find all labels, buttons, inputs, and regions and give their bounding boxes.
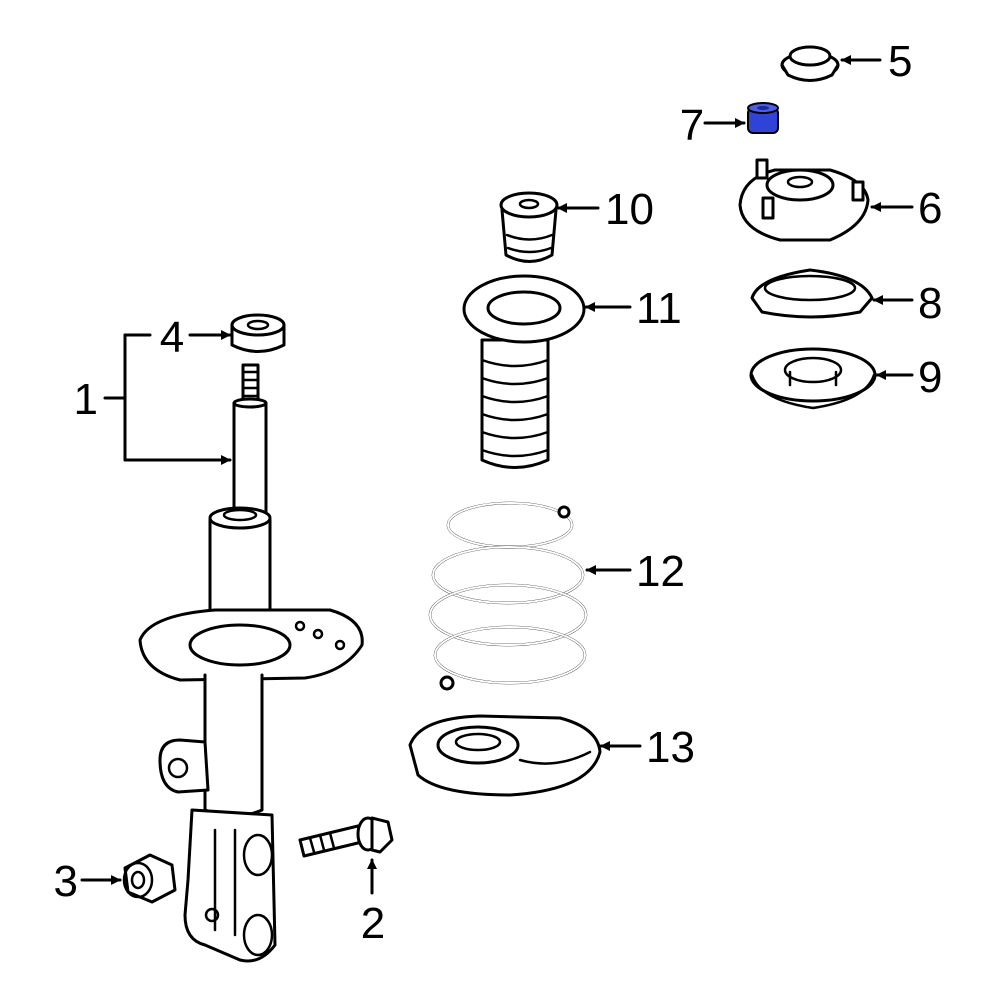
label-5[interactable]: 5 <box>888 37 912 86</box>
label-1[interactable]: 1 <box>74 375 98 424</box>
label-2[interactable]: 2 <box>361 899 385 948</box>
label-4[interactable]: 4 <box>160 313 184 362</box>
part-11-dust-boot[interactable] <box>462 274 586 469</box>
label-9[interactable]: 9 <box>918 353 942 402</box>
leader-arrows <box>80 55 914 895</box>
part-6-upper-mount[interactable] <box>738 158 870 242</box>
label-10[interactable]: 10 <box>605 185 654 234</box>
part-7-bushing[interactable] <box>747 102 779 134</box>
callout-bracket-1 <box>103 330 232 465</box>
part-1-strut[interactable] <box>138 363 364 963</box>
label-3[interactable]: 3 <box>54 857 78 906</box>
label-11[interactable]: 11 <box>636 284 682 333</box>
part-9-spring-seat[interactable] <box>749 347 877 410</box>
part-13-insulator[interactable] <box>408 714 602 797</box>
label-8[interactable]: 8 <box>918 279 942 328</box>
part-2-bolt[interactable] <box>298 816 394 858</box>
part-10-bump-stop[interactable] <box>499 191 559 263</box>
callout-labels: 1 2 3 4 5 6 7 8 9 10 11 12 13 <box>54 37 943 948</box>
label-6[interactable]: 6 <box>918 184 942 233</box>
label-13[interactable]: 13 <box>646 723 695 772</box>
label-7[interactable]: 7 <box>680 101 704 150</box>
part-8-bearing[interactable] <box>750 268 874 319</box>
part-5-cap[interactable] <box>780 45 840 82</box>
part-4-nut[interactable] <box>230 313 286 353</box>
label-12[interactable]: 12 <box>636 547 685 596</box>
part-12-coil-spring[interactable] <box>428 501 588 691</box>
part-3-nut[interactable] <box>122 853 177 904</box>
